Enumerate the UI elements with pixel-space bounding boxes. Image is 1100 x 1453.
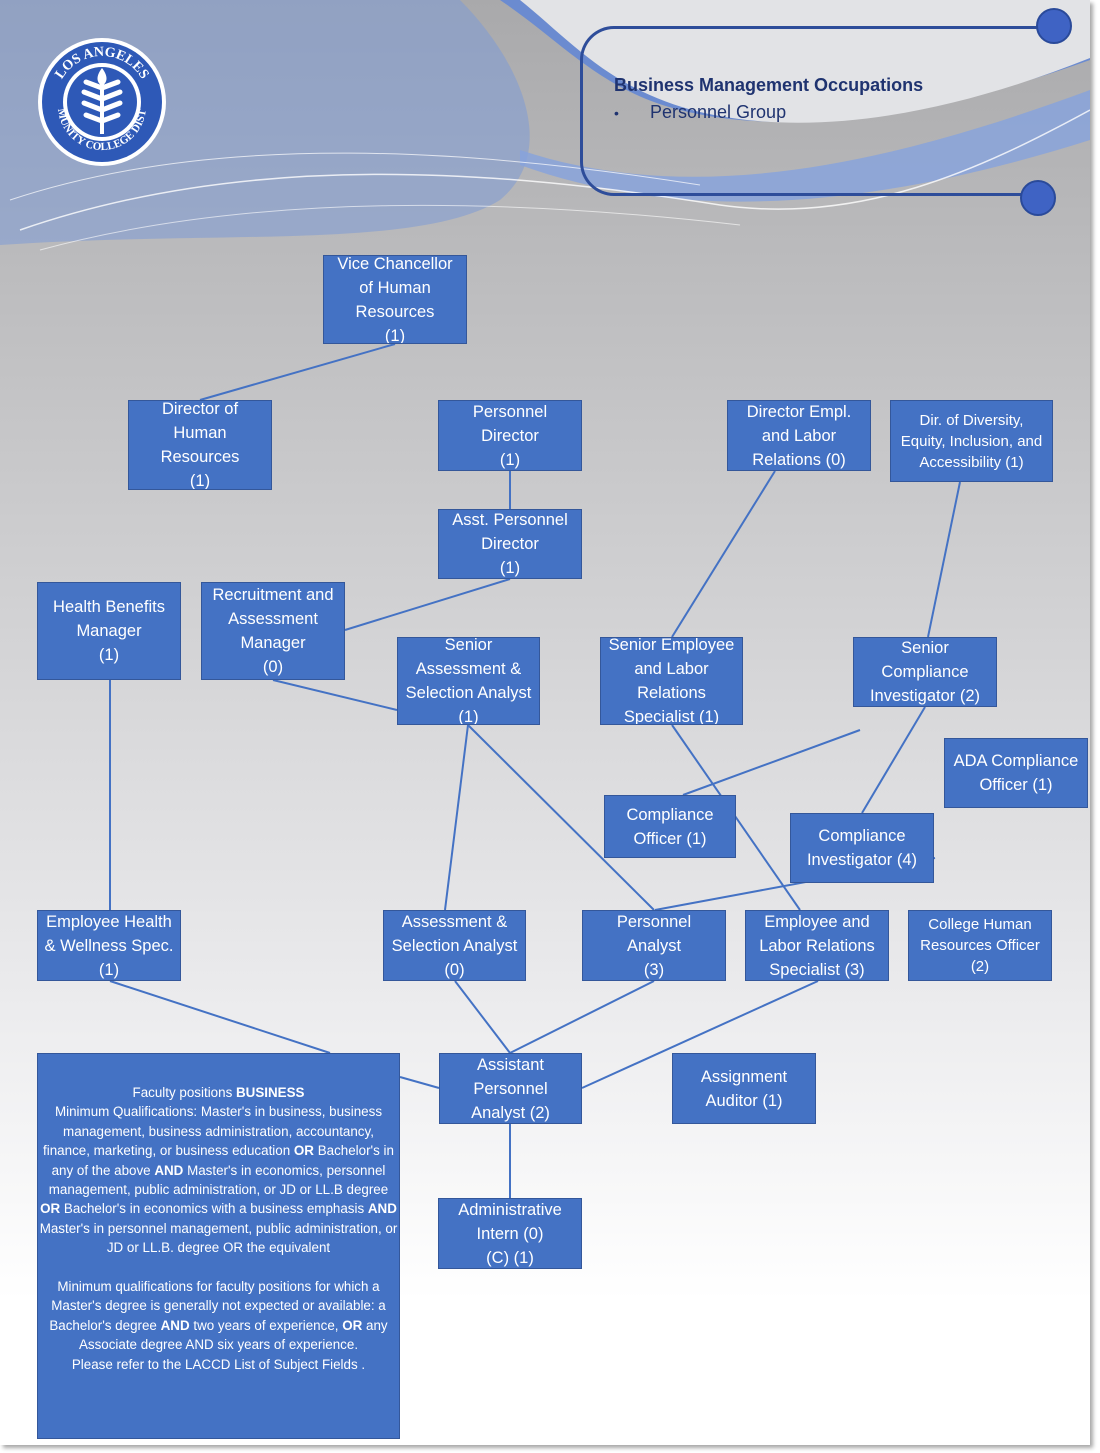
connector-line [861, 706, 926, 814]
box-assignment-auditor: Assignment Auditor (1) [672, 1053, 816, 1124]
header-light-swoosh [500, 0, 1090, 123]
box-compliance-officer: Compliance Officer (1) [604, 795, 736, 858]
box-recruitment-assessment-manager: Recruitment and Assessment Manager (0) [201, 582, 345, 680]
box-health-benefits-manager: Health Benefits Manager (1) [37, 582, 181, 680]
page-subtitle: Personnel Group [650, 102, 787, 122]
box-employee-labor-relations-specialist: Employee and Labor Relations Specialist … [745, 910, 889, 981]
connector-line [467, 724, 655, 911]
box-administrative-intern: Administrative Intern (0) (C) (1) [438, 1198, 582, 1269]
connector-line [509, 980, 655, 1054]
box-employee-health-wellness-spec: Employee Health & Wellness Spec. (1) [37, 910, 181, 981]
connector-line [444, 724, 469, 911]
connector-line [682, 729, 861, 796]
box-compliance-investigator: Compliance Investigator (4) [790, 813, 934, 883]
qualifications-master-paragraph: Minimum Qualifications: Master's in busi… [39, 1104, 398, 1256]
header-white-line-3 [39, 204, 741, 251]
box-vice-chancellor-hr: Vice Chancellor of Human Resources (1) [323, 255, 467, 344]
connector-line [671, 470, 776, 638]
subtitle-row: • Personnel Group [614, 102, 786, 123]
qualifications-heading: Faculty positions BUSINESS [132, 1085, 305, 1100]
paragraph-gap [39, 1258, 398, 1277]
connector-line [399, 1076, 440, 1089]
bullet-icon: • [614, 105, 619, 121]
qualifications-reference-note: Please refer to the LACCD List of Subjec… [71, 1356, 366, 1372]
connector-line [927, 481, 961, 638]
box-director-diversity: Dir. of Diversity, Equity, Inclusion, an… [890, 400, 1053, 482]
title-panel-frame [580, 26, 1050, 196]
header-background-art [0, 0, 1090, 251]
connector-line [109, 980, 331, 1054]
connector-line [581, 980, 819, 1089]
panel-bottom-dot [1020, 180, 1056, 216]
header-wave-band [520, 90, 1090, 202]
panel-top-dot [1036, 8, 1072, 44]
connector-line [454, 980, 511, 1054]
connector-line [344, 578, 511, 631]
box-senior-compliance-investigator: Senior Compliance Investigator (2) [853, 637, 997, 707]
box-senior-assessment-selection-analyst: Senior Assessment & Selection Analyst (1… [397, 637, 540, 725]
faculty-qualifications-box: Faculty positions BUSINESS Minimum Qualif… [37, 1053, 400, 1439]
box-ada-compliance-officer: ADA Compliance Officer (1) [944, 738, 1088, 808]
box-director-human-resources: Director of Human Resources (1) [128, 400, 272, 490]
qualifications-bachelor-paragraph: Minimum qualifications for faculty posit… [49, 1279, 388, 1353]
connector-line [272, 679, 398, 711]
box-personnel-analyst: Personnel Analyst (3) [582, 910, 726, 981]
box-director-employee-labor-relations: Director Empl. and Labor Relations (0) [727, 400, 871, 471]
box-personnel-director: Personnel Director (1) [438, 400, 582, 471]
box-assessment-selection-analyst: Assessment & Selection Analyst (0) [383, 910, 526, 981]
box-assistant-personnel-analyst: Assistant Personnel Analyst (2) [439, 1053, 582, 1124]
connector-line [671, 724, 801, 911]
district-seal-logo: LOS ANGELES COMMUNITY COLLEGE DISTRICT [36, 36, 166, 166]
connector-line [199, 343, 396, 401]
box-senior-employee-labor-relations: Senior Employee and Labor Relations Spec… [600, 637, 743, 725]
box-assistant-personnel-director: Asst. Personnel Director (1) [438, 509, 582, 579]
box-college-hr-officer: College Human Resources Officer (2) [908, 910, 1052, 981]
page-title: Business Management Occupations [614, 75, 924, 95]
